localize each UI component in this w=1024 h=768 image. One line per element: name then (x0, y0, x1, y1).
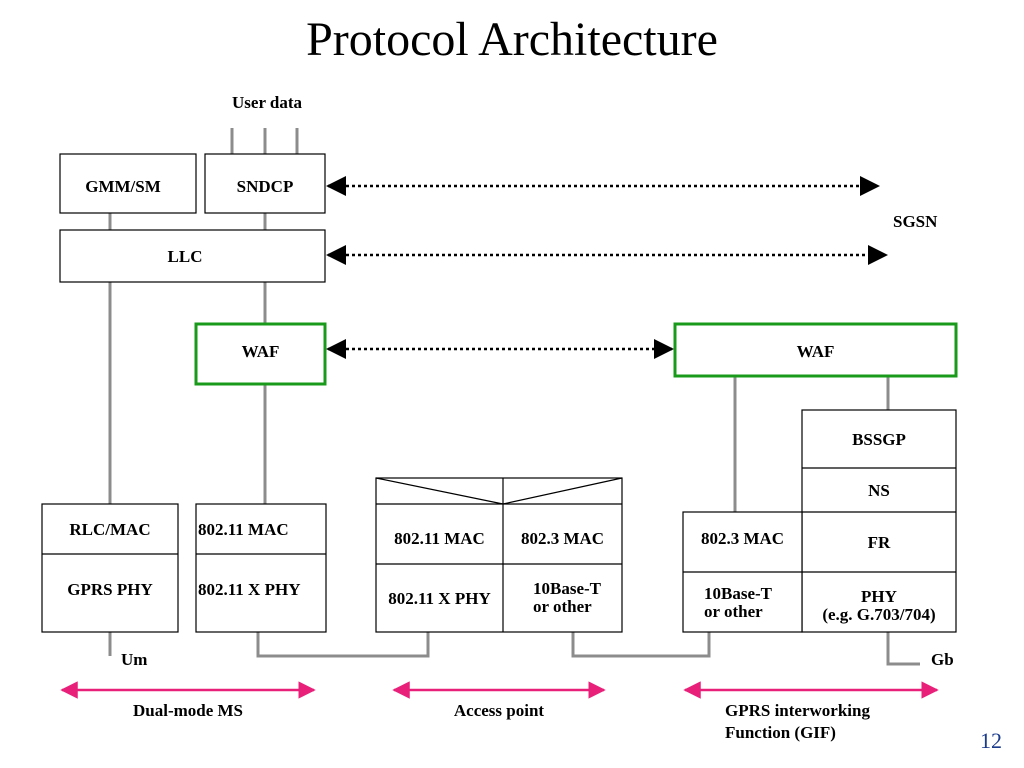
ms-waf-box (194, 322, 327, 386)
ap-gif-link (571, 632, 711, 658)
ap-wifi-mac-label: 802.11 MAC (394, 529, 485, 548)
gif-phy-label-1: PHY (861, 587, 897, 606)
fr-label: FR (867, 533, 891, 552)
ms-wifi-phy-label: 802.11 X PHY (198, 580, 301, 599)
sgsn-label: SGSN (893, 212, 938, 231)
ap-eth-phy-label-1: 10Base-T (533, 579, 601, 598)
slide-title: Protocol Architecture (306, 13, 718, 66)
page-number: 12 (980, 728, 1002, 753)
gif-span-label-2: Function (GIF) (725, 723, 836, 742)
gif-span-label-1: GPRS interworking (725, 701, 870, 720)
rlc-mac-label: RLC/MAC (69, 520, 151, 539)
um-label: Um (121, 650, 148, 669)
llc-box (59, 229, 326, 283)
gif-waf-box (673, 322, 958, 378)
gif-eth-phy-label-2: or other (704, 602, 763, 621)
ap-eth-mac-label: 802.3 MAC (520, 529, 605, 548)
rlc-gprs-box (41, 503, 179, 633)
bssgp-box (801, 409, 957, 633)
gb-line (886, 632, 920, 666)
gif-waf-label: WAF (796, 342, 835, 361)
ms-ap-link (256, 632, 430, 658)
bssgp-label: BSSGP (852, 430, 906, 449)
ns-label: NS (868, 481, 890, 500)
gmm-sm-label: GMM/SM (85, 177, 161, 196)
sndcp-label: SNDCP (236, 177, 294, 196)
ms-waf-label: WAF (241, 342, 280, 361)
gif-eth-mac-label: 802.3 MAC (700, 529, 785, 548)
gb-label: Gb (931, 650, 954, 669)
ap-span-label: Access point (453, 701, 545, 720)
ap-wifi-phy-label: 802.11 X PHY (388, 589, 491, 608)
gif-phy-label-2: (e.g. G.703/704) (822, 605, 936, 624)
ms-span-label: Dual-mode MS (132, 701, 244, 720)
ms-wifi-mac-label: 802.11 MAC (198, 520, 289, 539)
gif-eth-phy-label-1: 10Base-T (704, 584, 772, 603)
ap-eth-phy-label-2: or other (533, 597, 592, 616)
wifi-ms-box (195, 503, 327, 633)
llc-label: LLC (167, 247, 203, 266)
gmm-sm-box (59, 153, 197, 214)
user-data-label: User data (232, 93, 303, 112)
sndcp-box (204, 153, 326, 214)
gprs-phy-label: GPRS PHY (67, 580, 153, 599)
